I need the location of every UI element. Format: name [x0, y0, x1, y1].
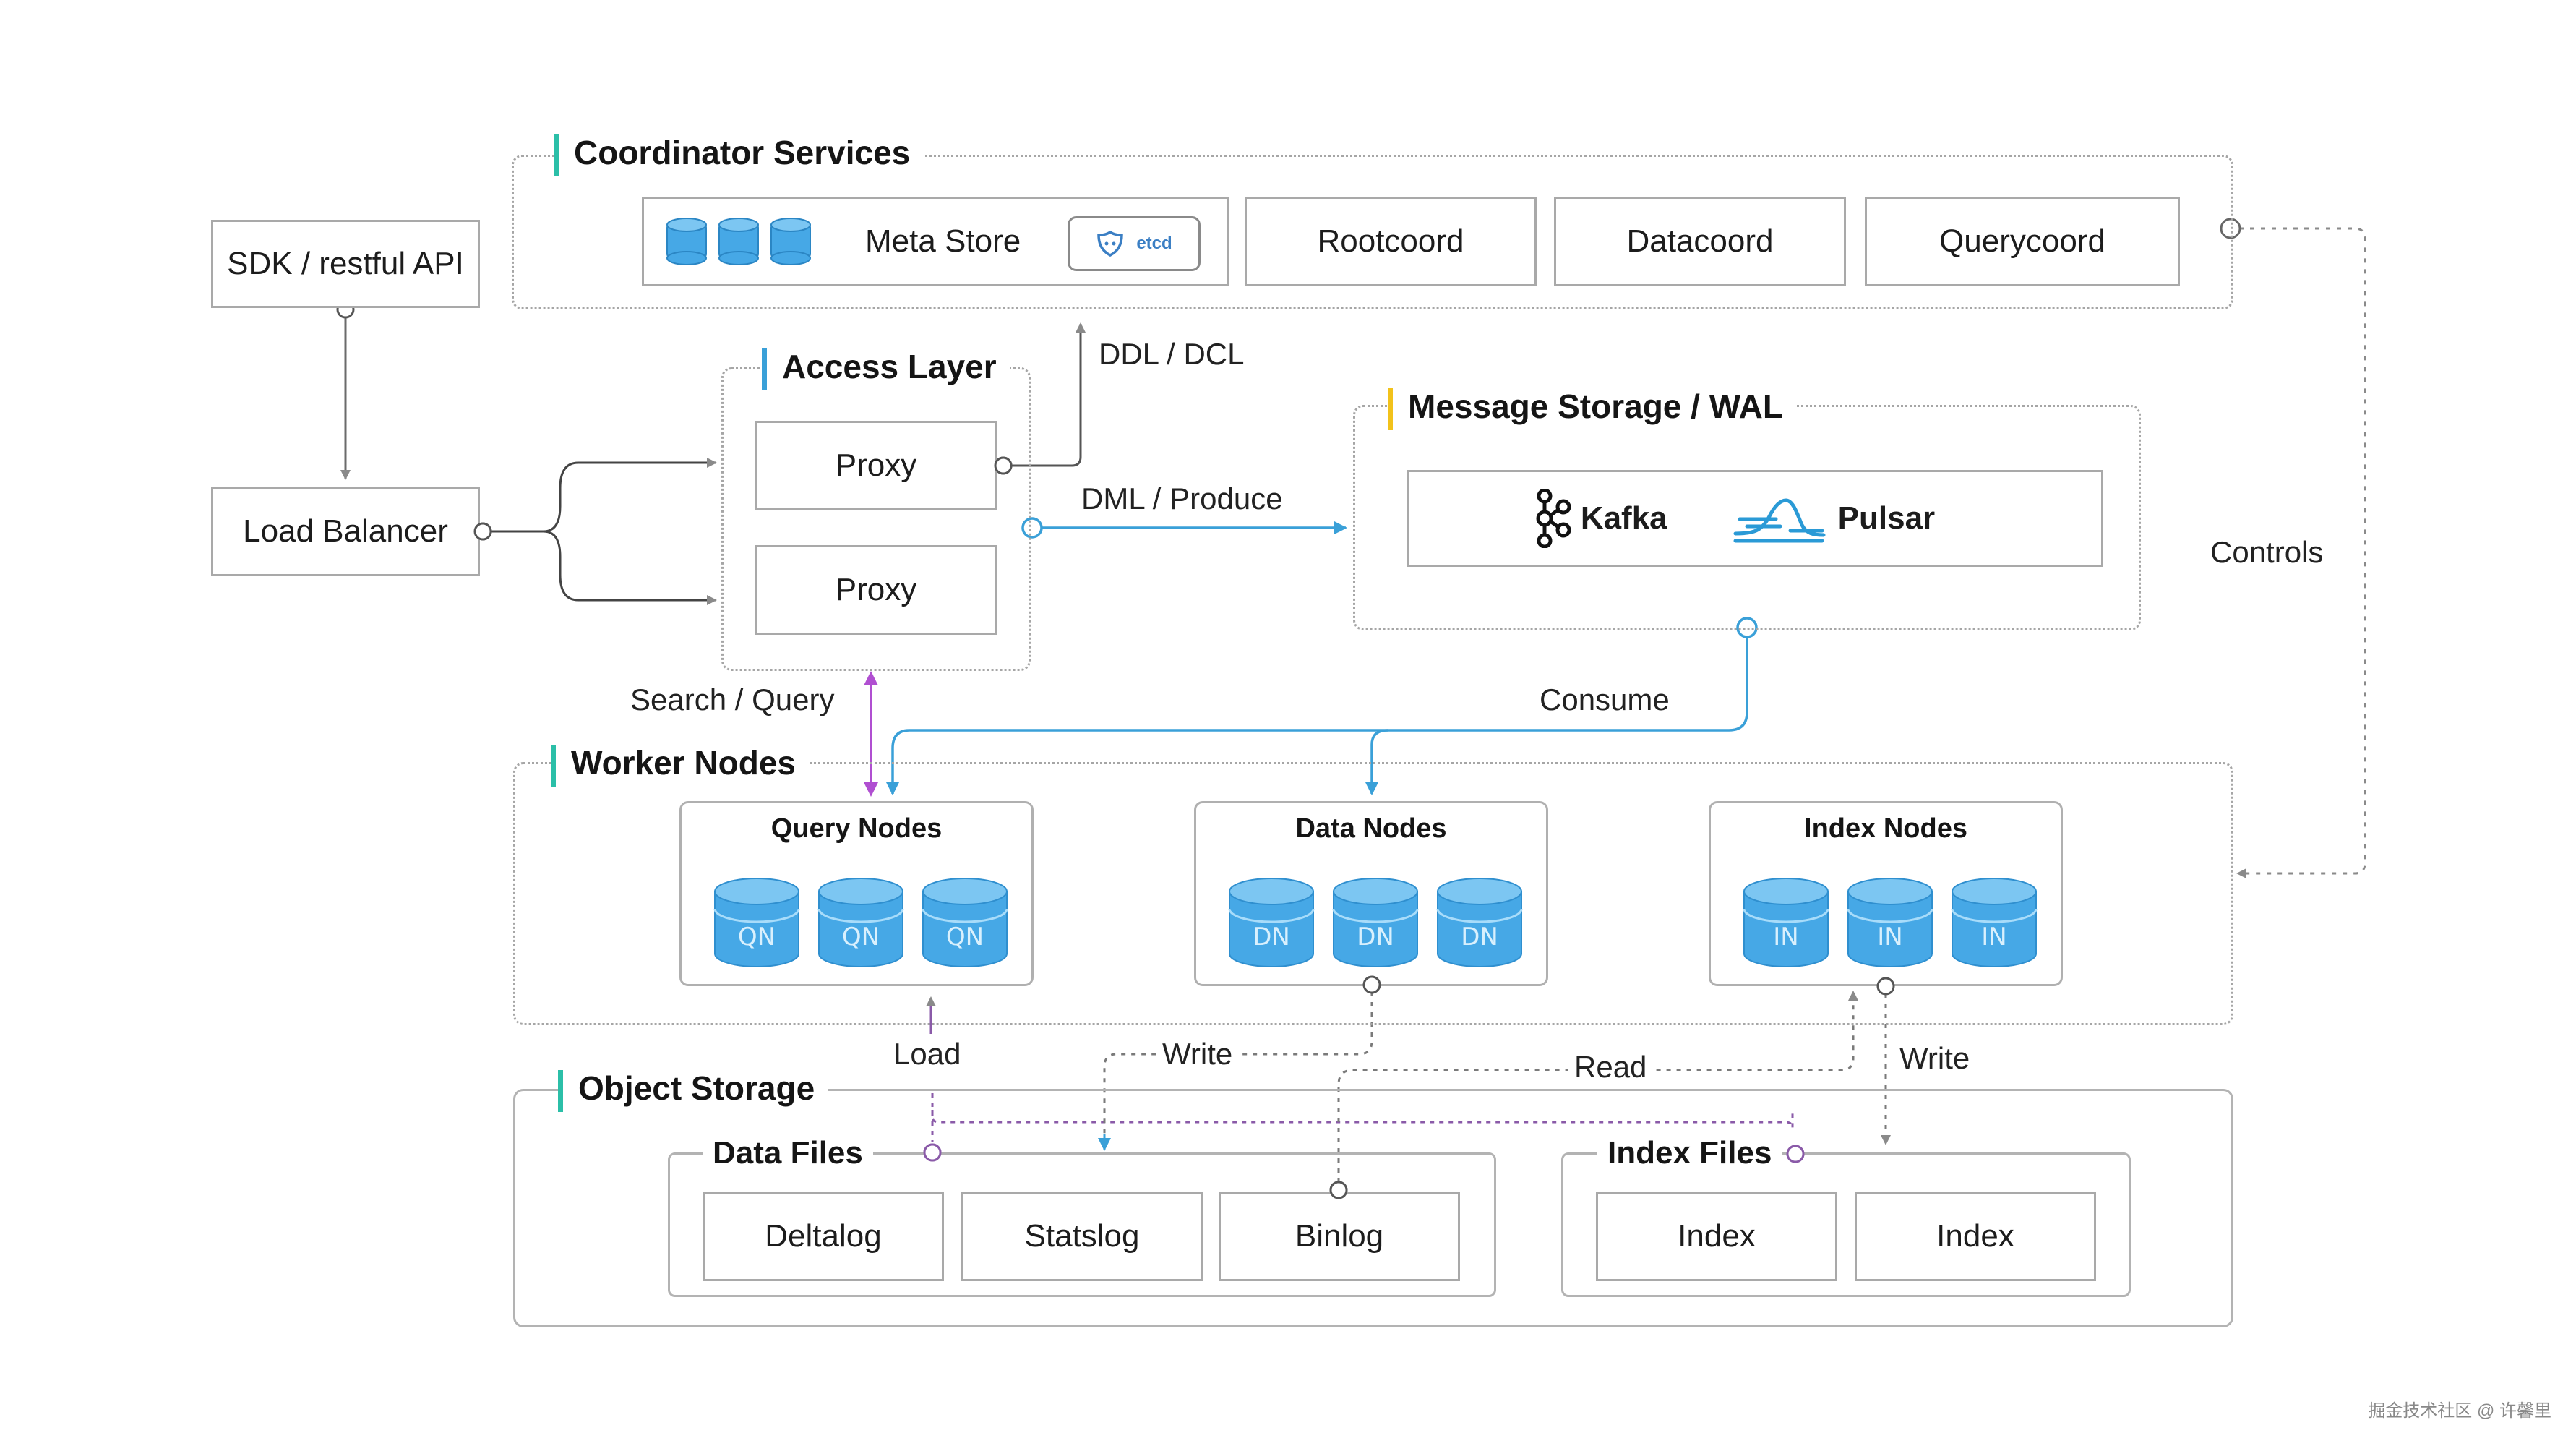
proxy-box-1: Proxy: [755, 421, 997, 510]
coordinator-services-group: [512, 155, 2233, 309]
etcd-icon: [1097, 230, 1124, 257]
query-nodes-box: Query Nodes QN QN QN: [679, 801, 1034, 986]
rootcoord-box: Rootcoord: [1245, 197, 1537, 286]
object-storage-group: [513, 1089, 2233, 1327]
index-node-tag: IN: [1981, 923, 2006, 951]
data-files-title: Data Files: [703, 1135, 873, 1171]
index-node-cylinder-set: IN IN IN: [1743, 878, 2038, 967]
load-label: Load: [888, 1037, 967, 1071]
index-node-tag: IN: [1877, 923, 1902, 951]
data-node-cylinder: DN: [1228, 878, 1315, 967]
read-label: Read: [1568, 1050, 1653, 1084]
etcd-badge: etcd: [1068, 216, 1201, 271]
database-icons: [666, 218, 811, 265]
edge-lb-to-proxies: [473, 458, 717, 605]
edge-sdk-to-lb: [336, 300, 355, 480]
ddl-dcl-label: DDL / DCL: [1093, 337, 1250, 372]
data-node-tag: DN: [1253, 923, 1290, 951]
data-nodes-title: Data Nodes: [1295, 813, 1447, 844]
kafka-icon: [1536, 489, 1571, 548]
query-nodes-title: Query Nodes: [770, 813, 943, 844]
write-data-label: Write: [1156, 1037, 1239, 1071]
querycoord-box: Querycoord: [1865, 197, 2180, 286]
data-node-cylinder-set: DN DN DN: [1228, 878, 1523, 967]
worker-nodes-title: Worker Nodes: [551, 743, 810, 787]
data-node-cylinder: DN: [1332, 878, 1419, 967]
access-layer-title: Access Layer: [762, 347, 1010, 390]
accent-bar: [554, 134, 559, 176]
data-nodes-box: Data Nodes DN DN DN: [1194, 801, 1548, 986]
controls-label: Controls: [2204, 535, 2330, 570]
index-box-1: Index: [1596, 1192, 1837, 1281]
index-files-group: [1561, 1152, 2131, 1297]
pulsar-label: Pulsar: [1837, 500, 1936, 536]
binlog-box: Binlog: [1219, 1192, 1460, 1281]
worker-nodes-label: Worker Nodes: [571, 744, 797, 782]
index-nodes-box: Index Nodes IN IN IN: [1709, 801, 2063, 986]
index-files-title: Index Files: [1597, 1135, 1782, 1171]
data-node-cylinders: DN DN DN: [1224, 876, 1527, 977]
message-storage-title: Message Storage / WAL: [1388, 387, 1796, 430]
search-query-label: Search / Query: [624, 683, 841, 717]
datacoord-box: Datacoord: [1554, 197, 1846, 286]
watermark: 掘金技术社区 @ 许馨里: [2368, 1401, 2551, 1421]
accent-bar: [762, 348, 767, 390]
accent-bar: [1388, 388, 1393, 430]
kafka-label: Kafka: [1580, 500, 1667, 536]
object-storage-label: Object Storage: [578, 1069, 815, 1107]
accent-bar: [551, 745, 556, 787]
access-layer-label: Access Layer: [782, 348, 997, 385]
query-node-tag: QN: [738, 923, 776, 951]
worker-nodes-group: [513, 762, 2233, 1025]
edge-controls: [2220, 218, 2366, 878]
consume-label: Consume: [1534, 683, 1675, 717]
index-node-cylinder: IN: [1743, 878, 1829, 967]
index-nodes-title: Index Nodes: [1804, 813, 1967, 844]
meta-store-box: Meta Store etcd: [642, 197, 1229, 286]
index-node-cylinders: IN IN IN: [1738, 876, 2042, 977]
coordinator-services-label: Coordinator Services: [574, 134, 911, 171]
index-node-tag: IN: [1773, 923, 1798, 951]
edge-dml-produce: [1021, 517, 1347, 539]
object-storage-title: Object Storage: [558, 1069, 828, 1112]
proxy-box-2: Proxy: [755, 545, 997, 635]
accent-bar: [558, 1070, 563, 1112]
message-queue-box: Kafka Pulsar: [1407, 470, 2103, 567]
write-index-label: Write: [1894, 1041, 1976, 1076]
load-balancer-box: Load Balancer: [211, 487, 480, 576]
deltalog-box: Deltalog: [703, 1192, 944, 1281]
data-node-tag: DN: [1357, 923, 1394, 951]
data-node-tag: DN: [1461, 923, 1498, 951]
dml-produce-label: DML / Produce: [1076, 482, 1289, 516]
index-box-2: Index: [1855, 1192, 2096, 1281]
etcd-badge-label: etcd: [1136, 234, 1172, 253]
message-storage-label: Message Storage / WAL: [1408, 388, 1783, 425]
data-node-cylinder: DN: [1436, 878, 1523, 967]
query-node-cylinder: QN: [713, 878, 800, 967]
coordinator-services-title: Coordinator Services: [554, 133, 924, 176]
query-node-cylinder: QN: [922, 878, 1008, 967]
query-node-cylinder: QN: [817, 878, 904, 967]
query-node-cylinders: QN QN QN: [709, 876, 1013, 977]
meta-store-label: Meta Store: [865, 223, 1021, 259]
data-files-group: [668, 1152, 1496, 1297]
edge-consume: [886, 617, 1758, 795]
index-node-cylinder: IN: [1847, 878, 1933, 967]
statslog-box: Statslog: [961, 1192, 1203, 1281]
sdk-api-box: SDK / restful API: [211, 220, 480, 308]
index-node-cylinder: IN: [1951, 878, 2038, 967]
query-node-tag: QN: [842, 923, 880, 951]
query-node-cylinder-set: QN QN QN: [713, 878, 1008, 967]
query-node-tag: QN: [946, 923, 984, 951]
pulsar-icon: [1733, 498, 1826, 543]
